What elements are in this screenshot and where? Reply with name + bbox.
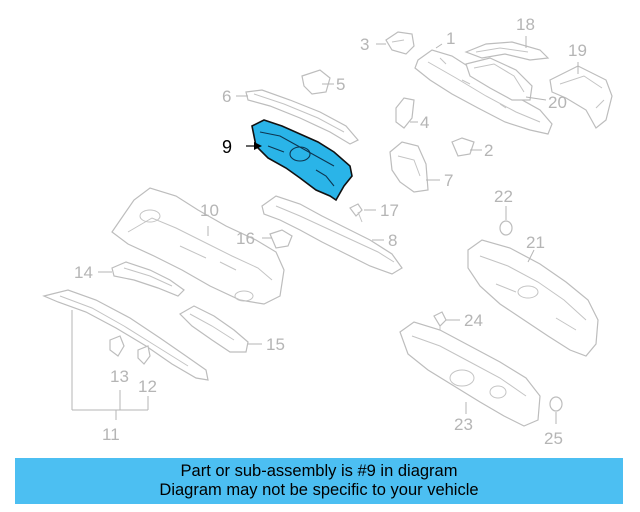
parts-diagram: 1 2 3 4 5 6 7 8 9 10 11 12 13 14 15 16 1… xyxy=(42,15,613,448)
callout-25: 25 xyxy=(544,429,563,448)
banner-line-1: Part or sub-assembly is #9 in diagram xyxy=(180,462,458,480)
callout-10: 10 xyxy=(200,201,219,220)
callout-23: 23 xyxy=(454,415,473,434)
part-25-grommet xyxy=(549,396,563,412)
part-17-bolt xyxy=(349,203,363,223)
callout-5: 5 xyxy=(336,75,345,94)
callout-13: 13 xyxy=(110,367,129,386)
callout-11: 11 xyxy=(102,425,120,444)
callout-19: 19 xyxy=(568,41,587,60)
part-19-side-bracket xyxy=(549,65,613,129)
callout-15: 15 xyxy=(266,335,285,354)
callout-6: 6 xyxy=(222,87,231,106)
callout-4: 4 xyxy=(420,113,429,132)
part-5-bracket xyxy=(301,69,331,95)
part-4-bracket xyxy=(395,97,415,129)
callout-17: 17 xyxy=(380,201,399,220)
callout-18: 18 xyxy=(516,15,535,34)
part-11-rail xyxy=(42,289,209,381)
part-8-crossmember xyxy=(261,195,403,275)
callout-22: 22 xyxy=(494,187,513,206)
part-15-member xyxy=(179,305,249,353)
callout-12: 12 xyxy=(138,377,157,396)
banner-line-2: Diagram may not be specific to your vehi… xyxy=(159,481,479,499)
part-14-brace xyxy=(111,261,185,297)
callout-labels: 1 2 3 4 5 6 7 8 9 10 11 12 13 14 15 16 1… xyxy=(74,15,587,448)
part-16-bracket xyxy=(269,229,293,249)
part-20-pad xyxy=(465,57,533,101)
part-1-cowl-panel xyxy=(414,49,553,135)
part-6-bar xyxy=(245,89,359,145)
callout-9-highlighted: 9 xyxy=(222,137,232,157)
callout-21: 21 xyxy=(526,233,545,252)
callout-20: 20 xyxy=(548,93,567,112)
part-10-firewall xyxy=(111,187,285,305)
part-18-bracket xyxy=(464,41,550,61)
part-12-bracket xyxy=(137,345,151,365)
part-2-bracket xyxy=(451,137,475,157)
callout-16: 16 xyxy=(236,229,255,248)
part-9-highlighted[interactable] xyxy=(251,119,353,202)
callout-3: 3 xyxy=(360,35,369,54)
part-3-clip xyxy=(385,31,415,55)
part-23-insulator xyxy=(399,321,541,427)
part-21-insulator xyxy=(467,239,599,357)
callout-14: 14 xyxy=(74,263,93,282)
callout-8: 8 xyxy=(388,231,397,250)
callout-2: 2 xyxy=(484,141,493,160)
callout-7: 7 xyxy=(444,171,453,190)
info-banner: Part or sub-assembly is #9 in diagram Di… xyxy=(15,458,623,504)
part-13-bracket xyxy=(109,335,125,357)
part-7-reinforcement xyxy=(389,141,429,193)
part-22-grommet xyxy=(499,220,513,236)
callout-24: 24 xyxy=(464,311,483,330)
callout-1: 1 xyxy=(446,29,455,48)
